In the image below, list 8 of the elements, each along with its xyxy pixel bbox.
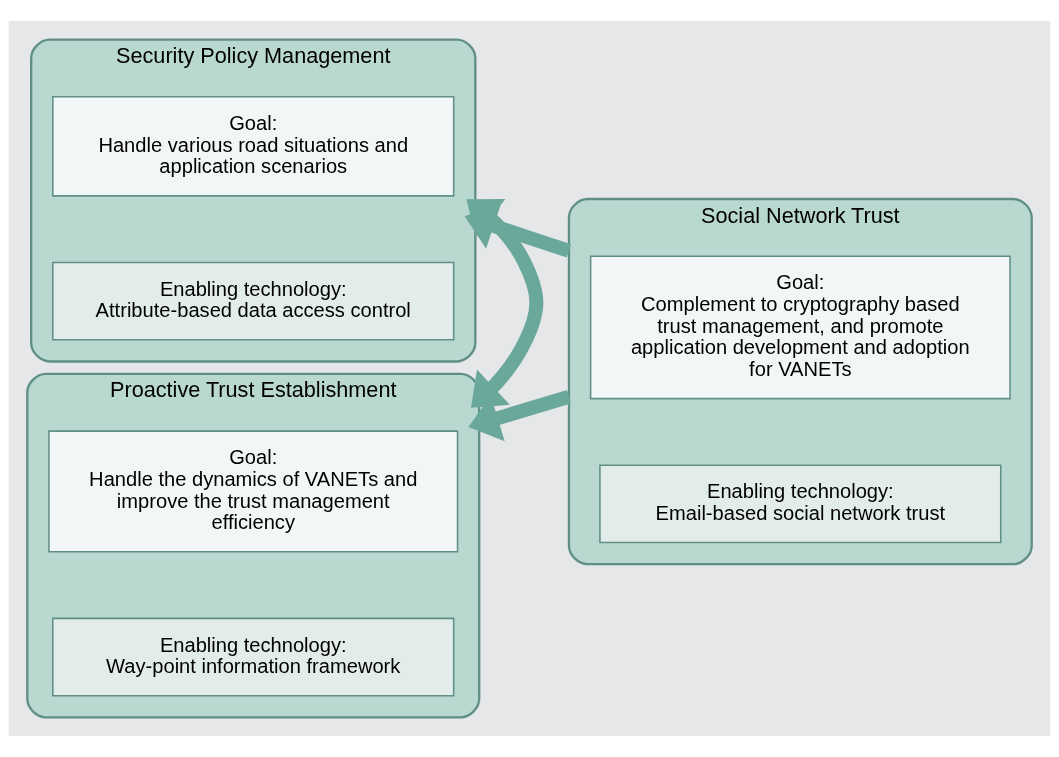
node-box: Enabling technology: Way-point information framework — [52, 617, 455, 697]
arrow — [464, 203, 572, 258]
node-box: Goal: Handle the dynamics of VANETs and improve the trust management efficiency — [48, 430, 459, 553]
node-box: Enabling technology: Email-based social network trust — [599, 464, 1002, 544]
node-box: Enabling technology: Attribute-based data access control — [52, 261, 455, 341]
arrow — [468, 390, 571, 442]
node-box: Goal: Complement to cryptography based trust management, and promote application development and adoption for VANETs — [589, 255, 1011, 400]
node-box: Goal: Handle various road situations and application scenarios — [52, 96, 455, 197]
